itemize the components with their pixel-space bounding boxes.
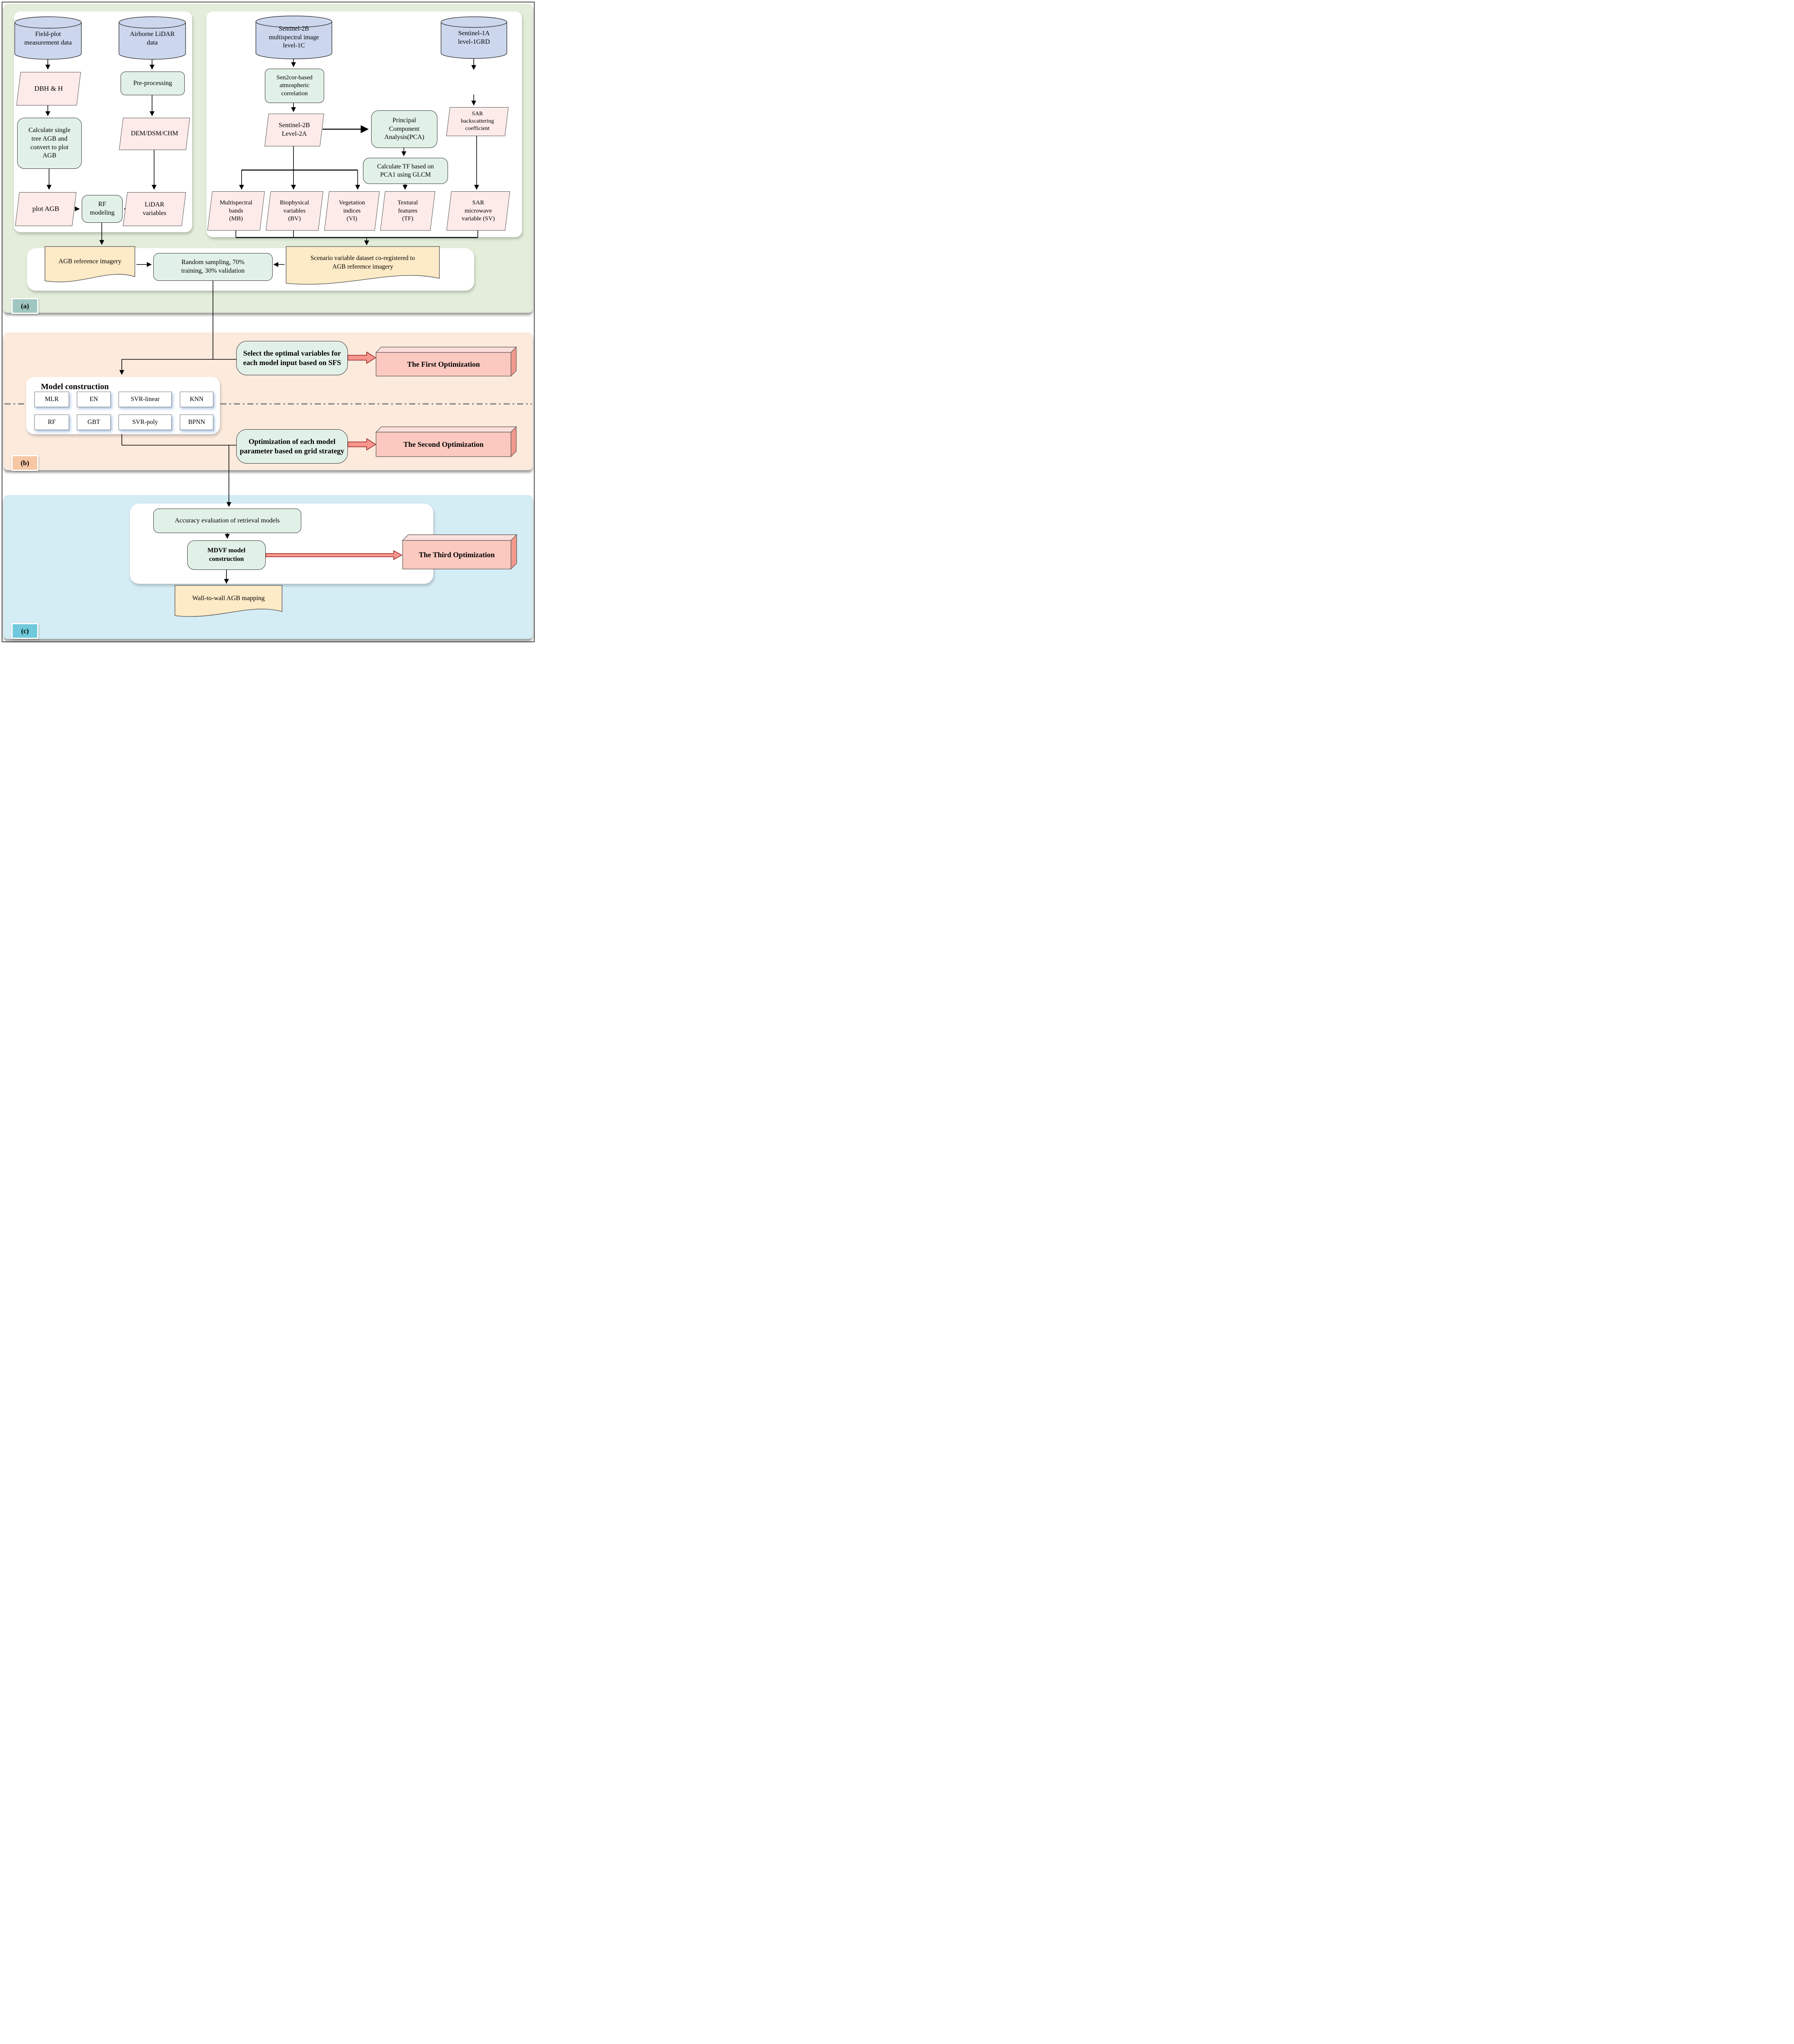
panel-c-badge: (c) [11, 623, 38, 639]
second-optimization-label: The Second Optimization [403, 440, 484, 448]
sar-microwave-parallelogram: SAR microwave variable (SV) [446, 191, 510, 231]
model-construction-title: Model construction [41, 382, 109, 391]
textural-features-parallelogram: Textural features (TF) [380, 191, 435, 231]
mdvf-model-box: MDVF model construction [187, 540, 266, 570]
panel-a-badge: (a) [11, 298, 38, 314]
model-chip-bpnn: BPNN [180, 415, 213, 430]
sar-backscatter-parallelogram: SAR backscattering coefficient [446, 107, 509, 136]
model-chip-svr-linear: SVR-linear [119, 392, 172, 407]
lidar-variables-parallelogram: LiDAR variables [123, 192, 186, 226]
model-chip-svr-poly: SVR-poly [119, 415, 172, 430]
grid-optimization-box: Optimization of each model parameter bas… [236, 429, 348, 464]
agb-reference-doc-label: AGB reference imagery [58, 258, 121, 265]
model-chip-en: EN [77, 392, 111, 407]
pca-box: Principal Component Analysis(PCA) [371, 110, 437, 148]
field-plot-data-label: Field-plot measurement data [24, 30, 72, 46]
vegetation-indices-parallelogram: Vegetation indices (VI) [324, 191, 380, 231]
panel-b-badge: (b) [11, 455, 38, 471]
sentinel1a-label: Sentinel-1A level-1GRD [458, 29, 490, 45]
sen2cor-box: Sen2cor-based atmospheric correlation [265, 69, 324, 103]
preprocessing-lidar-box: Pre-processing [121, 72, 185, 95]
sentinel2b-l2a-parallelogram: Sentinel-2B Level-2A [264, 114, 324, 146]
select-sfs-box: Select the optimal variables for each mo… [236, 341, 348, 375]
wall-to-wall-doc-label: Wall-to-wall AGB mapping [192, 595, 265, 602]
model-chip-mlr: MLR [34, 392, 69, 407]
dbh-h-parallelogram: DBH & H [16, 72, 81, 105]
biophysical-variables-parallelogram: Biophysical variables (BV) [266, 191, 323, 231]
model-chip-knn: KNN [180, 392, 213, 407]
calc-single-tree-agb-box: Calculate single tree AGB and convert to… [17, 118, 82, 169]
accuracy-evaluation-box: Accuracy evaluation of retrieval models [153, 509, 301, 533]
rf-modeling-box: RF modeling [82, 195, 123, 223]
first-optimization-label: The First Optimization [407, 360, 480, 368]
model-chip-rf: RF [34, 415, 69, 430]
dem-dsm-chm-parallelogram: DEM/DSM/CHM [119, 118, 190, 150]
plot-agb-parallelogram: plot AGB [15, 192, 77, 226]
flowchart-figure: Field-plot measurement data Airborne LiD… [0, 0, 536, 644]
model-chip-gbt: GBT [77, 415, 111, 430]
calc-tf-glcm-box: Calculate TF based on PCA1 using GLCM [363, 158, 448, 184]
random-sampling-box: Random sampling, 70% training, 30% valid… [153, 253, 273, 281]
third-optimization-label: The Third Optimization [419, 550, 495, 559]
airborne-lidar-data-label: Airborne LiDAR data [130, 30, 175, 46]
multispectral-bands-parallelogram: Multispectral bands (MB) [207, 191, 265, 231]
scenario-doc-label: Scenario variable dataset co-registered … [310, 255, 415, 270]
sentinel2b-l1c-label: Sentinel-2B multispectral image level-1C [269, 25, 319, 49]
figure-border [2, 2, 535, 642]
